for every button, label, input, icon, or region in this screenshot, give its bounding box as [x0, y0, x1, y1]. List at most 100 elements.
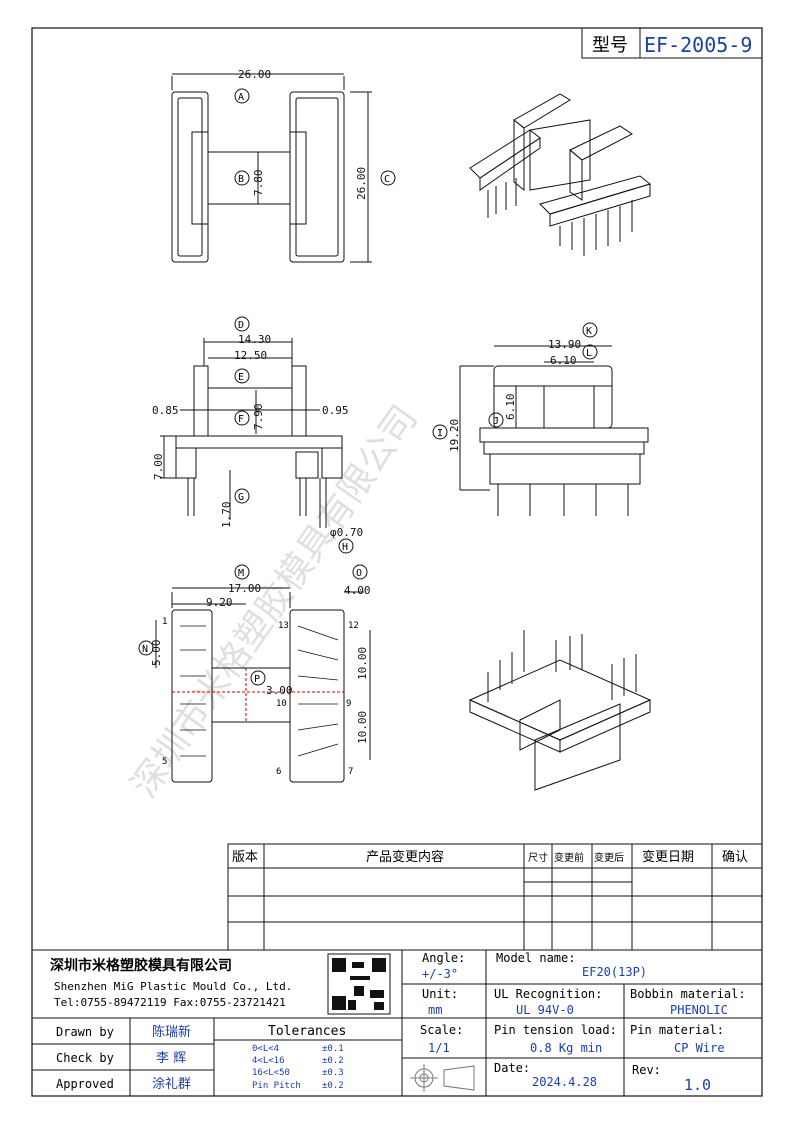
svg-text:变更日期: 变更日期 — [642, 849, 694, 865]
dim-side-mid: 7.90 — [252, 404, 265, 431]
check-value: 李 辉 — [156, 1051, 186, 1066]
callout-p: P — [250, 670, 266, 686]
check-label: Check by — [56, 1051, 114, 1065]
sheet-border — [31, 27, 763, 1097]
bobbin-value: PHENOLIC — [670, 1003, 728, 1017]
callout-o: O — [352, 564, 368, 580]
angle-label: Angle: — [422, 951, 465, 965]
dim-top-height: 26.00 — [355, 167, 368, 200]
tolerance-rows: 0<L<4 ±0.1 4<L<16 ±0.2 16<L<50 ±0.3 Pin Pit… — [252, 1044, 344, 1091]
tolerances-title: Tolerances — [268, 1024, 346, 1039]
company-en: Shenzhen MiG Plastic Mould Co., Ltd. — [54, 980, 292, 993]
svg-text:9: 9 — [346, 699, 351, 709]
svg-text:版本: 版本 — [232, 850, 258, 865]
qr-code — [327, 953, 391, 1015]
callout-d: D — [234, 316, 250, 332]
dim-side-left: 0.85 — [152, 404, 179, 417]
end-view — [459, 345, 649, 516]
svg-text:确认: 确认 — [722, 850, 748, 865]
title-block-grid — [31, 949, 763, 1097]
iso-view-top — [469, 93, 652, 256]
model-box: 型号 EF-2005-9 — [581, 27, 763, 59]
svg-text:N: N — [142, 644, 148, 655]
svg-text:Pin Pitch: Pin Pitch — [252, 1081, 301, 1091]
approved-value: 涂礼群 — [152, 1076, 191, 1092]
dim-side-right: 0.95 — [322, 404, 349, 417]
bottom-view — [155, 587, 371, 783]
watermark: 深圳市米格塑胶模具有限公司 — [124, 398, 426, 805]
callout-f: F — [234, 410, 250, 426]
dim-top-mid: 7.80 — [252, 170, 265, 197]
svg-text:K: K — [586, 326, 592, 337]
rev-label: Rev: — [632, 1063, 661, 1077]
callout-i: I — [432, 424, 448, 440]
svg-text:尺寸: 尺寸 — [528, 851, 548, 864]
drawn-label: Drawn by — [56, 1025, 114, 1039]
tension-value: 0.8 Kg min — [530, 1041, 602, 1055]
dim-side-height: 7.00 — [152, 454, 165, 481]
svg-text:G: G — [238, 492, 244, 503]
svg-text:4<L<16: 4<L<16 — [252, 1056, 285, 1066]
dim-bot-down: 10.00 — [356, 711, 369, 744]
pin-material-label: Pin material: — [630, 1023, 724, 1037]
svg-text:±0.2: ±0.2 — [322, 1081, 344, 1091]
approved-label: Approved — [56, 1077, 114, 1091]
callout-e: E — [234, 368, 250, 384]
ul-label: UL Recognition: — [494, 987, 602, 1001]
svg-text:7: 7 — [348, 767, 353, 777]
dim-top-width: 26.00 — [238, 68, 271, 81]
dim-pin-len: 1.70 — [220, 502, 233, 529]
callout-l: L — [582, 344, 598, 360]
svg-text:M: M — [238, 568, 244, 579]
model-value: EF20(13P) — [582, 965, 647, 979]
ul-value: UL 94V-0 — [516, 1003, 574, 1017]
model-label: Model name: — [496, 951, 575, 965]
dim-side-inner: 12.50 — [234, 349, 267, 362]
svg-text:产品变更内容: 产品变更内容 — [366, 849, 444, 865]
svg-text:C: C — [384, 174, 390, 185]
svg-text:变更后: 变更后 — [594, 851, 624, 864]
callout-h: H — [338, 538, 354, 554]
svg-text:1: 1 — [162, 617, 167, 627]
dim-pin-dia: φ0.70 — [330, 526, 363, 539]
svg-text:16<L<50: 16<L<50 — [252, 1068, 290, 1078]
date-value: 2024.4.28 — [532, 1075, 597, 1089]
callout-m: M — [234, 564, 250, 580]
unit-value: mm — [428, 1003, 442, 1017]
bobbin-label: Bobbin material: — [630, 987, 746, 1001]
scale-value: 1/1 — [428, 1041, 450, 1055]
svg-text:L: L — [586, 348, 592, 359]
company-cn: 深圳市米格塑胶模具有限公司 — [50, 957, 232, 974]
svg-text:变更前: 变更前 — [554, 851, 584, 864]
tension-label: Pin tension load: — [494, 1023, 617, 1037]
dim-bot-width: 17.00 — [228, 582, 261, 595]
svg-text:0<L<4: 0<L<4 — [252, 1044, 279, 1054]
svg-text:J: J — [493, 416, 499, 427]
svg-text:10: 10 — [276, 699, 287, 709]
scale-label: Scale: — [420, 1023, 463, 1037]
svg-text:5: 5 — [162, 757, 167, 767]
dim-side-outer: 14.30 — [238, 333, 271, 346]
svg-text:±0.3: ±0.3 — [322, 1068, 344, 1078]
model-box-label: 型号 — [592, 35, 628, 56]
svg-text:D: D — [238, 320, 244, 331]
callout-c: C — [380, 170, 396, 186]
svg-text:I: I — [437, 428, 443, 439]
top-view — [171, 73, 372, 263]
dim-end-inner: 6.10 — [550, 354, 577, 367]
date-label: Date: — [494, 1061, 530, 1075]
dim-bot-right: 4.00 — [344, 584, 371, 597]
dim-bot-center: 3.00 — [266, 684, 293, 697]
iso-view-bottom — [468, 630, 652, 791]
dim-bot-left: 9.20 — [206, 596, 233, 609]
svg-text:±0.2: ±0.2 — [322, 1056, 344, 1066]
rev-value: 1.0 — [684, 1076, 711, 1094]
projection-symbol — [410, 1064, 475, 1092]
svg-text:±0.1: ±0.1 — [322, 1044, 344, 1054]
dim-end-height: 19.20 — [448, 419, 461, 452]
model-box-value: EF-2005-9 — [644, 33, 752, 57]
company-contact: Tel:0755-89472119 Fax:0755-23721421 — [54, 996, 286, 1009]
svg-text:A: A — [238, 92, 244, 103]
side-view — [160, 338, 343, 528]
